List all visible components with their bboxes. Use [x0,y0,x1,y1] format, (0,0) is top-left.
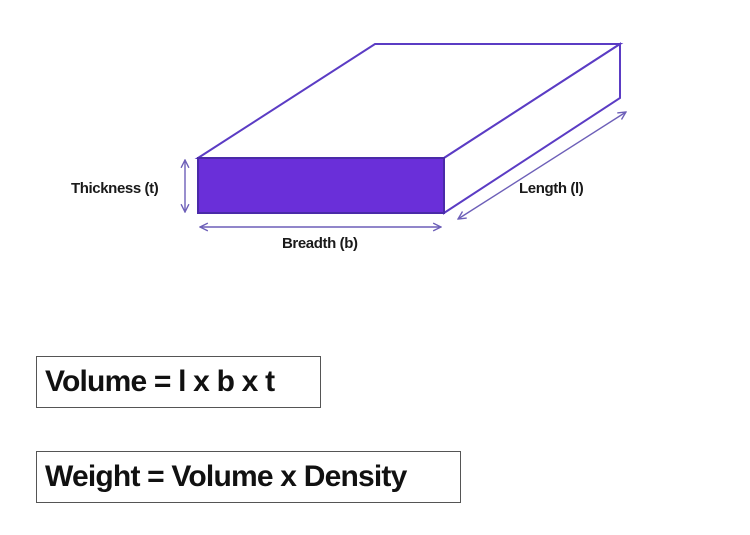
slab-front-face [197,157,445,214]
length-arrow [458,112,626,219]
thickness-label: Thickness (t) [71,180,159,197]
length-label: Length (l) [519,180,584,197]
breadth-label: Breadth (b) [282,235,358,252]
weight-formula: Weight = Volume x Density [36,451,461,503]
volume-formula: Volume = l x b x t [36,356,321,408]
